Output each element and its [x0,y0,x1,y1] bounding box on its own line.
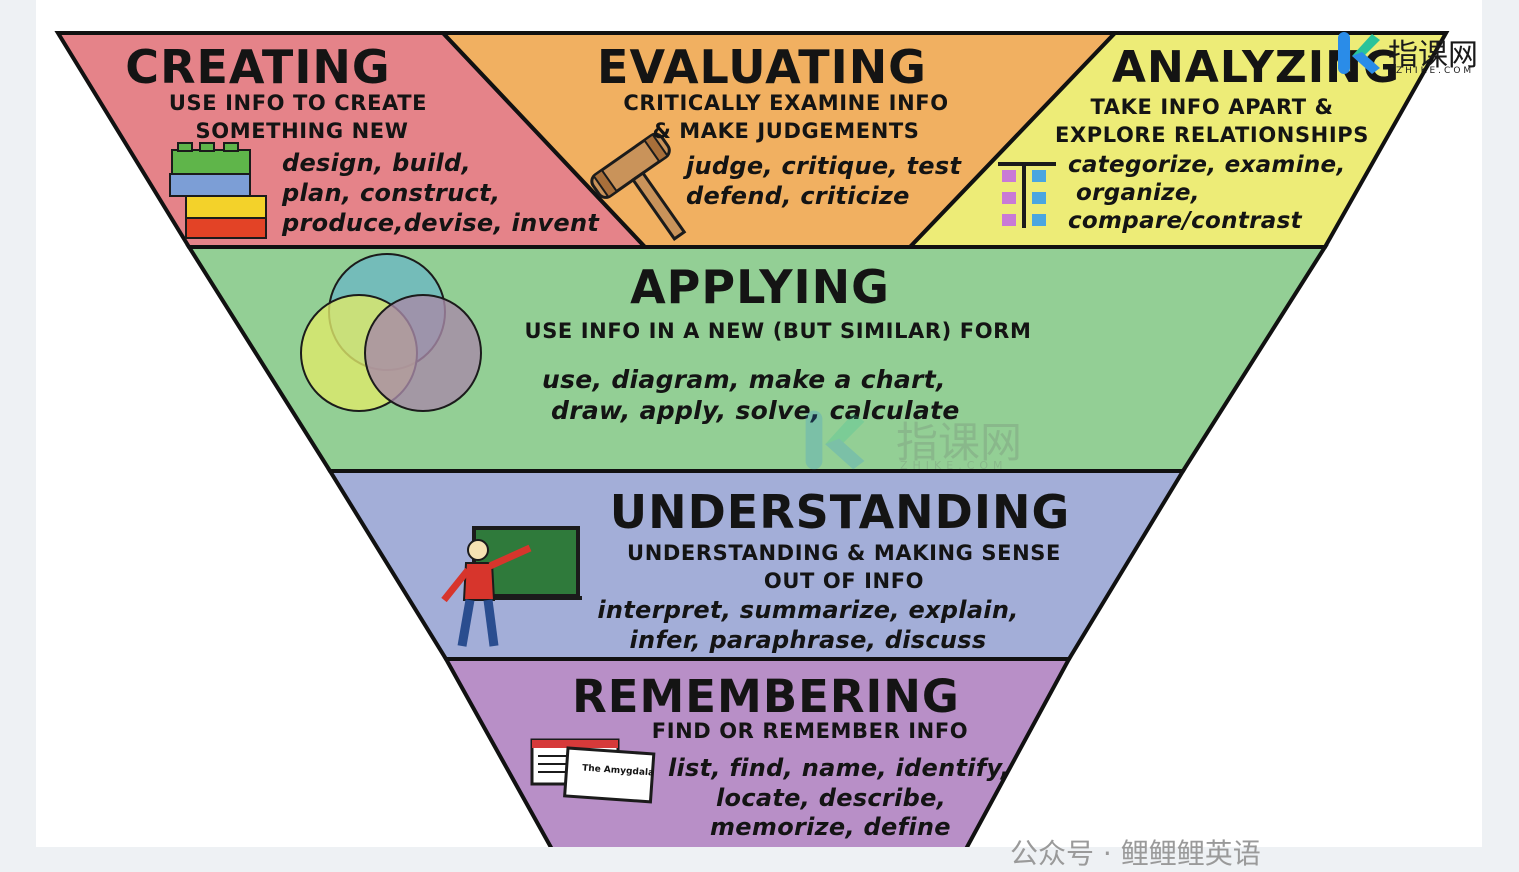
remembering-verbs-3: memorize, define [710,813,951,841]
applying-verbs-1: use, diagram, make a chart, [542,365,946,394]
remembering-title: REMEMBERING [572,670,960,723]
remembering-verbs-2: locate, describe, [716,784,947,812]
watermark-brand: 指课网 [1388,38,1478,73]
understanding-subtitle-2: OUT OF INFO [763,569,925,593]
watermark-footer: 公众号 · 鲤鲤鲤英语 [1010,837,1261,870]
understanding-subtitle-1: UNDERSTANDING & MAKING SENSE [627,541,1061,565]
creating-subtitle-1: USE INFO TO CREATE [168,91,428,115]
applying-title: APPLYING [630,260,890,314]
applying-subtitle: USE INFO IN A NEW (BUT SIMILAR) FORM [524,319,1032,343]
understanding-verbs-1: interpret, summarize, explain, [597,596,1019,624]
creating-verbs-3: produce,devise, invent [282,209,600,237]
watermark-domain: ZHIKE.COM [1396,66,1475,76]
creating-title: CREATING [125,40,391,94]
applying-verbs-2: draw, apply, solve, calculate [551,396,960,425]
evaluating-subtitle-1: CRITICALLY EXAMINE INFO [623,91,949,115]
watermark-center-domain: ZHIKE.COM [900,459,1008,472]
analyzing-title: ANALYZING [1111,42,1401,93]
analyzing-verbs-1: categorize, examine, [1068,152,1346,178]
understanding-title: UNDERSTANDING [609,485,1071,539]
analyzing-subtitle-1: TAKE INFO APART & [1090,95,1334,119]
evaluating-title: EVALUATING [597,40,927,94]
analyzing-verbs-3: compare/contrast [1068,208,1302,234]
evaluating-verbs-1: judge, critique, test [686,152,962,180]
analyzing-subtitle-2: EXPLORE RELATIONSHIPS [1055,123,1369,147]
remembering-verbs-1: list, find, name, identify, [668,754,1011,782]
teacher-chalkboard-icon [441,526,582,647]
flash-cards-icon [530,738,656,804]
evaluating-subtitle-2: & MAKE JUDGEMENTS [652,119,920,143]
brand-k-icon [1338,32,1380,74]
lego-bricks-icon [169,142,267,239]
watermark-logo: 指课网 ZHIKE.COM [1334,28,1504,80]
remembering-subtitle: FIND OR REMEMBER INFO [651,719,969,743]
evaluating-verbs-2: defend, criticize [686,182,910,210]
watermark-center-brand: 指课网 [896,418,1023,467]
tree-chart-icon [998,162,1056,228]
remembering-band [442,657,1073,847]
blooms-taxonomy-pyramid [54,31,1450,847]
creating-subtitle-2: SOMETHING NEW [195,119,409,143]
understanding-verbs-2: infer, paraphrase, discuss [629,626,987,654]
gavel-icon [590,132,687,241]
brand-k-icon [805,410,865,470]
creating-verbs-1: design, build, [282,149,471,177]
venn-diagram-icon [300,253,482,412]
watermark-center: 指课网 ZHIKE.COM [800,405,1060,475]
creating-verbs-2: plan, construct, [282,179,501,207]
analyzing-verbs-2: organize, [1076,180,1200,206]
